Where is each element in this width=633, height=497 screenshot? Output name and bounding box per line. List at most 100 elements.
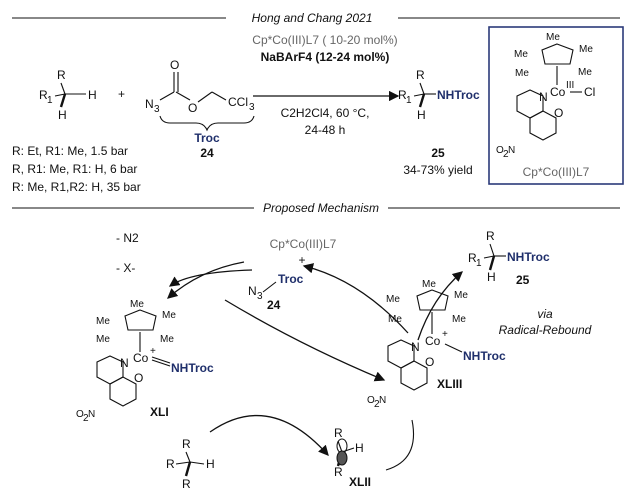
radical-intermediate: R H R XLII bbox=[334, 426, 371, 489]
via-text: via bbox=[537, 307, 553, 321]
catalyst-box-label: Cp*Co(III)L7 bbox=[523, 165, 590, 179]
svg-text:N: N bbox=[379, 395, 386, 406]
scope-line-3: R: Me, R1,R2: H, 35 bar bbox=[12, 180, 141, 194]
svg-text:R: R bbox=[486, 229, 495, 243]
svg-text:N: N bbox=[248, 284, 257, 298]
svg-text:H: H bbox=[487, 270, 496, 284]
svg-text:Me: Me bbox=[514, 49, 528, 60]
svg-text:Me: Me bbox=[579, 44, 593, 55]
svg-text:R: R bbox=[166, 457, 175, 471]
cycle-azide-number: 24 bbox=[267, 298, 281, 312]
svg-text:III: III bbox=[566, 80, 574, 91]
svg-text:Me: Me bbox=[454, 290, 468, 301]
svg-text:Me: Me bbox=[452, 314, 466, 325]
svg-text:O: O bbox=[76, 409, 84, 420]
svg-text:R: R bbox=[416, 68, 425, 82]
svg-text:N: N bbox=[145, 97, 154, 111]
svg-text:CCl: CCl bbox=[228, 95, 248, 109]
section-header-mechanism: Proposed Mechanism bbox=[12, 201, 620, 215]
svg-text:N: N bbox=[88, 409, 95, 420]
reaction-time: 24-48 h bbox=[305, 123, 346, 137]
catalytic-cycle bbox=[167, 261, 463, 471]
svg-text:O: O bbox=[367, 395, 375, 406]
svg-text:2: 2 bbox=[374, 399, 380, 410]
svg-text:R: R bbox=[182, 437, 191, 451]
svg-text:R: R bbox=[398, 88, 407, 102]
svg-text:Co: Co bbox=[133, 351, 149, 365]
svg-text:O: O bbox=[425, 355, 434, 369]
svg-text:O: O bbox=[554, 106, 563, 120]
svg-text:Me: Me bbox=[386, 294, 400, 305]
svg-text:3: 3 bbox=[257, 291, 263, 302]
svg-text:Me: Me bbox=[578, 67, 592, 78]
svg-text:O: O bbox=[134, 371, 143, 385]
svg-text:R: R bbox=[182, 477, 191, 491]
svg-text:+: + bbox=[118, 87, 125, 101]
radical-rebound-note: via Radical-Rebound bbox=[499, 307, 592, 337]
svg-text:1: 1 bbox=[406, 95, 412, 106]
mechanism-title: Proposed Mechanism bbox=[263, 201, 379, 215]
svg-text:R: R bbox=[334, 465, 343, 479]
svg-text:H: H bbox=[88, 88, 97, 102]
svg-text:N: N bbox=[508, 145, 515, 156]
svg-text:Cl: Cl bbox=[584, 85, 595, 99]
svg-text:Me: Me bbox=[96, 334, 110, 345]
radical-label: XLII bbox=[349, 475, 371, 489]
catalyst-loading: Cp*Co(III)L7 ( 10-20 mol%) bbox=[252, 33, 397, 47]
substrate-scope: R: Et, R1: Me, 1.5 bar R, R1: Me, R1: H,… bbox=[12, 144, 141, 194]
svg-text:R: R bbox=[334, 426, 343, 440]
scope-line-1: R: Et, R1: Me, 1.5 bar bbox=[12, 144, 128, 158]
amido-label: XLIII bbox=[437, 377, 462, 391]
solvent-temperature: C2H2Cl4, 60 °C, bbox=[281, 106, 370, 120]
svg-text:N: N bbox=[411, 340, 420, 354]
nitrenoid-group: NHTroc bbox=[171, 361, 214, 375]
svg-text:+: + bbox=[150, 346, 156, 357]
section-header-hong-chang: Hong and Chang 2021 bbox=[12, 11, 620, 25]
svg-text:R: R bbox=[57, 68, 66, 82]
svg-text:Me: Me bbox=[515, 68, 529, 79]
byproduct-losses: - N2 - X- bbox=[116, 231, 139, 275]
product-group: NHTroc bbox=[437, 88, 480, 102]
svg-text:1: 1 bbox=[47, 95, 53, 106]
svg-text:+: + bbox=[298, 253, 305, 267]
svg-text:H: H bbox=[417, 108, 426, 122]
svg-text:1: 1 bbox=[476, 258, 482, 269]
svg-text:Me: Me bbox=[546, 32, 560, 43]
cycle-azide-label: Troc bbox=[278, 272, 304, 286]
nitrenoid-label: XLI bbox=[150, 405, 169, 419]
svg-text:H: H bbox=[206, 457, 215, 471]
troc-label: Troc bbox=[194, 131, 220, 145]
svg-text:Me: Me bbox=[160, 334, 174, 345]
svg-text:Me: Me bbox=[96, 316, 110, 327]
svg-text:O: O bbox=[496, 145, 504, 156]
svg-text:R: R bbox=[468, 251, 477, 265]
svg-text:3: 3 bbox=[249, 102, 255, 113]
product-number-25: 25 bbox=[431, 146, 445, 160]
svg-text:O: O bbox=[188, 101, 197, 115]
mechanism-product-group: NHTroc bbox=[507, 250, 550, 264]
svg-text:N: N bbox=[120, 356, 129, 370]
svg-text:R: R bbox=[39, 88, 48, 102]
svg-text:Me: Me bbox=[388, 314, 402, 325]
mechanism-product-number: 25 bbox=[516, 273, 530, 287]
reagent-number-24: 24 bbox=[200, 146, 214, 160]
svg-text:Me: Me bbox=[422, 279, 436, 290]
additive-loading: NaBArF4 (12-24 mol%) bbox=[261, 50, 390, 64]
reaction-conditions: Cp*Co(III)L7 ( 10-20 mol%) NaBArF4 (12-2… bbox=[252, 33, 400, 137]
loss-x: - X- bbox=[116, 261, 135, 275]
product-yield: 34-73% yield bbox=[403, 163, 472, 177]
svg-text:3: 3 bbox=[154, 104, 160, 115]
cycle-catalyst: Cp*Co(III)L7 bbox=[270, 237, 337, 251]
section-title: Hong and Chang 2021 bbox=[252, 11, 373, 25]
loss-n2: - N2 bbox=[116, 231, 139, 245]
svg-text:O: O bbox=[170, 58, 179, 72]
